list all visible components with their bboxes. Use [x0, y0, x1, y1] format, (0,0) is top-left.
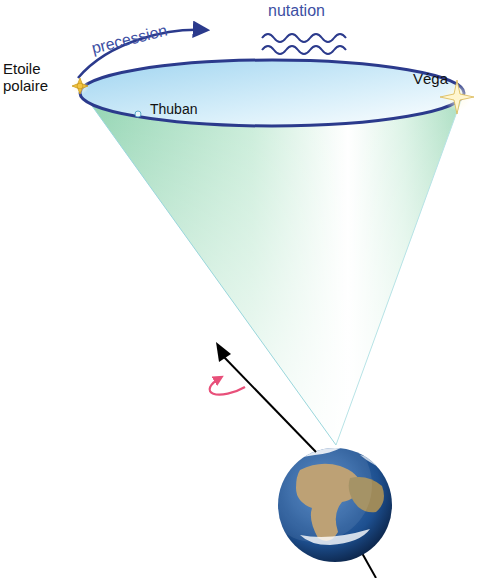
star-label: Thuban — [150, 101, 197, 117]
star-label: Etoile polaire — [3, 60, 67, 95]
precession-circle — [80, 60, 464, 126]
nutation-wave — [262, 34, 346, 42]
cone-fade — [82, 92, 462, 445]
polaris-star — [72, 78, 88, 94]
motion-label: nutation — [268, 2, 325, 20]
nutation-wave — [262, 46, 346, 54]
motion-label: precession — [90, 22, 170, 59]
thuban-star — [135, 111, 141, 117]
cone-edge — [336, 98, 462, 445]
rotation-arrow — [210, 378, 245, 395]
rotation-axis — [223, 356, 316, 452]
axis-arrowhead — [216, 342, 231, 362]
precession-cone — [82, 92, 462, 445]
earth-highlight — [258, 428, 372, 542]
earth-surface — [258, 428, 388, 545]
star-glow — [71, 77, 89, 95]
star-label: Véga — [413, 70, 448, 87]
cone-edge — [82, 92, 336, 445]
